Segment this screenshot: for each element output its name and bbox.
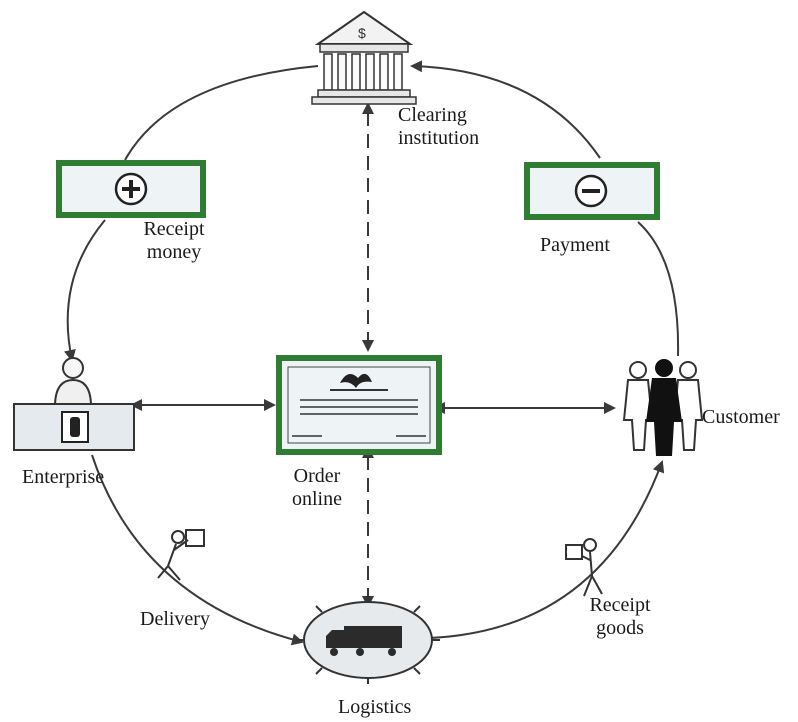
receipt-goods-label: Receipt goods: [589, 594, 651, 639]
arrow-payment-to-clearing: [410, 60, 601, 159]
arrow-logistics-to-customer: [429, 460, 665, 639]
order-online-label: Order online: [292, 465, 342, 510]
bank-icon: $: [311, 10, 417, 105]
plus-panel: [56, 160, 206, 218]
order-document-icon: [276, 355, 442, 455]
receipt-money-label: Receipt money: [143, 218, 205, 263]
customer-group-icon: [622, 359, 704, 456]
enterprise-label: Enterprise: [22, 466, 105, 488]
arrow-receipt-money-to-enterprise: [64, 219, 106, 362]
arrow-customer-to-payment: [637, 221, 680, 357]
delivery-person-icon: [157, 529, 205, 581]
enterprise-icon: [13, 357, 135, 451]
payment-label: Payment: [540, 234, 610, 256]
logistics-label: Logistics: [338, 696, 412, 718]
horizontal-flows: [130, 399, 616, 414]
cycle-arrows: [64, 60, 680, 646]
clearing-institution-label: Clearing institution: [398, 104, 480, 149]
customer-label: Customer: [702, 406, 780, 428]
logistics-truck-icon: [296, 596, 440, 684]
delivery-label: Delivery: [140, 608, 210, 630]
svg-text:$: $: [358, 25, 366, 41]
arrow-enterprise-to-logistics: [91, 454, 304, 646]
arrow-clearing-to-receipt-money: [124, 65, 319, 161]
minus-panel: [524, 162, 660, 220]
receipt-person-icon: [565, 538, 603, 597]
